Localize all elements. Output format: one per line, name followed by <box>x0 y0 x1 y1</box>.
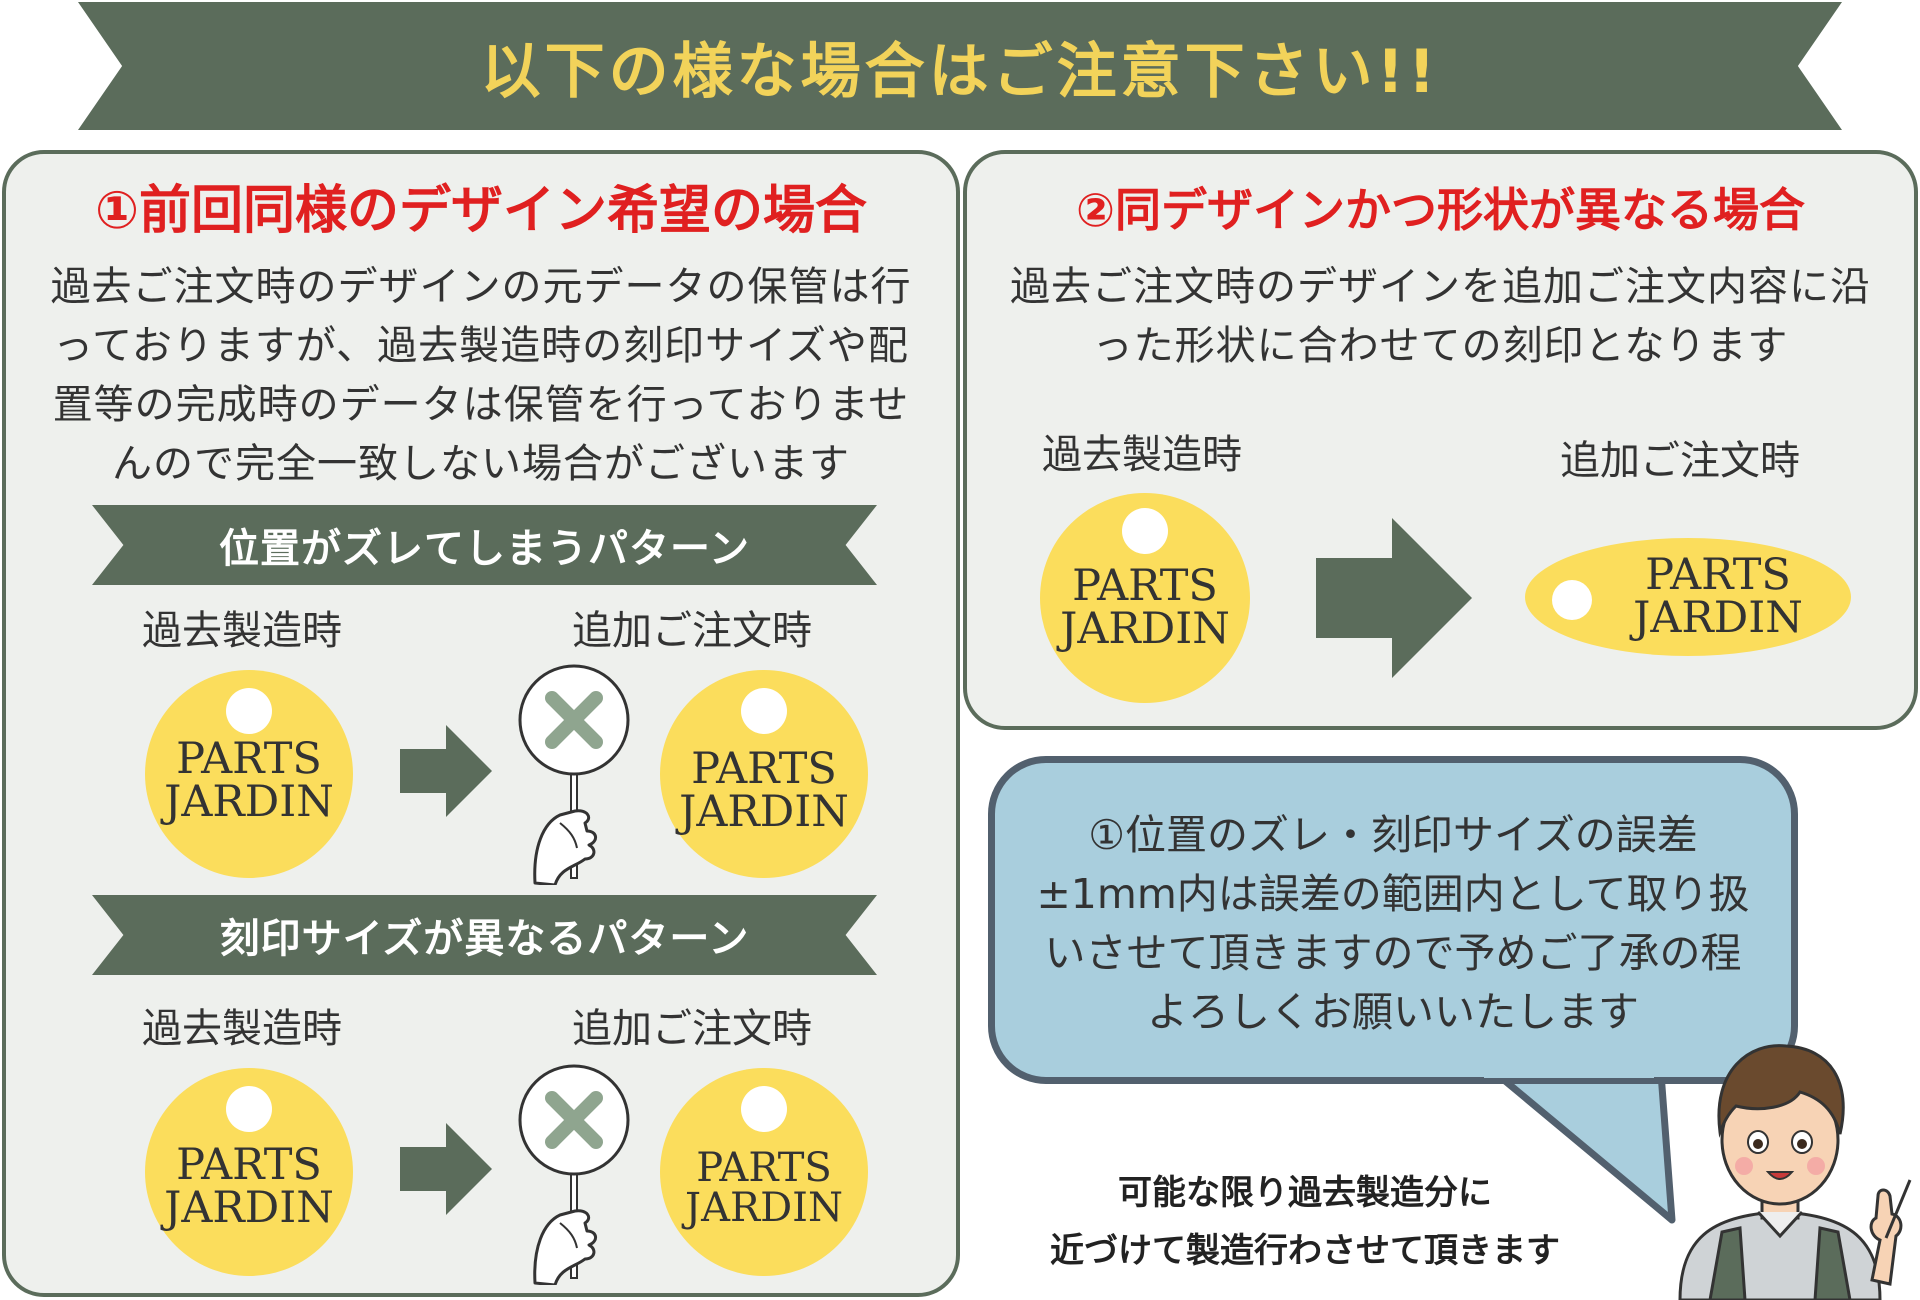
closing-line: 可能な限り過去製造分に <box>1118 1173 1492 1213</box>
tag-text-line1: PARTS <box>691 744 837 794</box>
tag-text-line2: JARDIN <box>1060 604 1230 654</box>
body-line: 置等の完成時のデータは保管を行っておりませ <box>52 382 910 428</box>
pattern2-title: 刻印サイズが異なるパターン <box>219 916 750 962</box>
note-line: よろしくお願いいたします <box>1147 988 1639 1036</box>
oval-tag: PARTS JARDIN <box>1525 538 1851 656</box>
pattern2-label-past: 過去製造時 <box>142 1006 342 1052</box>
section2-title: ②同デザインかつ形状が異なる場合 <box>1076 183 1805 237</box>
section2-body: 過去ご注文時のデザインを追加ご注文内容に沿 った形状に合わせての刻印となります <box>975 258 1906 376</box>
past-tag: PARTS JARDIN <box>145 670 353 878</box>
note-line: いさせて頂きますので予めご了承の程 <box>1044 929 1742 977</box>
arrow-right-icon <box>1316 518 1472 678</box>
pattern2-ribbon: 刻印サイズが異なるパターン <box>92 895 877 975</box>
past-tag: PARTS JARDIN <box>1040 493 1250 703</box>
section1-body: 過去ご注文時のデザインの元データの保管は行 っておりますが、過去製造時の刻印サイ… <box>20 258 942 494</box>
header-banner: 以下の様な場合はご注意下さい!! <box>78 2 1842 130</box>
pattern1-ribbon: 位置がズレてしまうパターン <box>92 505 877 585</box>
tag-text-line2: JARDIN <box>1633 593 1803 643</box>
arrow-right-icon <box>400 725 492 817</box>
section2-label-new: 追加ご注文時 <box>1560 438 1800 484</box>
tag-text-line2: JARDIN <box>164 1183 334 1233</box>
note-text: ①位置のズレ・刻印サイズの誤差 ±1mm内は誤差の範囲内として取り扱 いさせて頂… <box>1000 806 1786 1042</box>
section2-label-past: 過去製造時 <box>1042 432 1242 478</box>
tag-text-line1: PARTS <box>176 734 322 784</box>
bubble-tail-cover <box>1484 1068 1654 1078</box>
pattern1-label-past: 過去製造時 <box>142 608 342 654</box>
tag-text-line2: JARDIN <box>164 777 334 827</box>
closing-text: 可能な限り過去製造分に 近づけて製造行わさせて頂きます <box>990 1164 1620 1280</box>
ng-sign-icon <box>518 1064 630 1285</box>
body-line: 過去ご注文時のデザインの元データの保管は行 <box>50 264 912 310</box>
pattern2-label-new: 追加ご注文時 <box>572 1006 812 1052</box>
tag-hole <box>741 688 787 734</box>
past-tag: PARTS JARDIN <box>145 1068 353 1276</box>
staff-person-illustration <box>1678 1044 1912 1300</box>
new-tag: PARTS JARDIN <box>660 1068 868 1276</box>
tag-text-line1: PARTS <box>176 1140 322 1190</box>
tag-hole <box>226 1086 272 1132</box>
body-line: った形状に合わせての刻印となります <box>1092 323 1789 369</box>
bubble-tail <box>1476 1060 1676 1224</box>
tag-hole <box>1122 508 1168 554</box>
body-line: 過去ご注文時のデザインを追加ご注文内容に沿 <box>1010 264 1871 310</box>
pattern1-title: 位置がズレてしまうパターン <box>219 526 750 572</box>
tag-text-line1: PARTS <box>1072 561 1218 611</box>
note-bubble <box>988 756 1798 1084</box>
tag-text-line1: PARTS <box>1645 550 1791 600</box>
tag-hole <box>226 688 272 734</box>
arrow-right-icon <box>400 1123 492 1215</box>
new-tag: PARTS JARDIN <box>660 670 868 878</box>
body-line: っておりますが、過去製造時の刻印サイズや配 <box>53 323 909 369</box>
pattern1-label-new: 追加ご注文時 <box>572 608 812 654</box>
banner-title: 以下の様な場合はご注意下さい!! <box>480 36 1440 107</box>
ng-sign-icon <box>518 664 630 885</box>
section1-title: ①前回同様のデザイン希望の場合 <box>94 181 868 241</box>
note-line: ±1mm内は誤差の範囲内として取り扱 <box>1036 870 1750 918</box>
tag-text-line2: JARDIN <box>679 787 849 837</box>
note-line: ①位置のズレ・刻印サイズの誤差 <box>1088 811 1698 859</box>
tag-text-line2: JARDIN <box>685 1185 843 1231</box>
closing-line: 近づけて製造行わさせて頂きます <box>1050 1231 1560 1271</box>
tag-text-line1: PARTS <box>696 1145 832 1191</box>
body-line: んので完全一致しない場合がございます <box>112 441 850 487</box>
tag-hole <box>741 1086 787 1132</box>
tag-hole <box>1552 580 1592 620</box>
